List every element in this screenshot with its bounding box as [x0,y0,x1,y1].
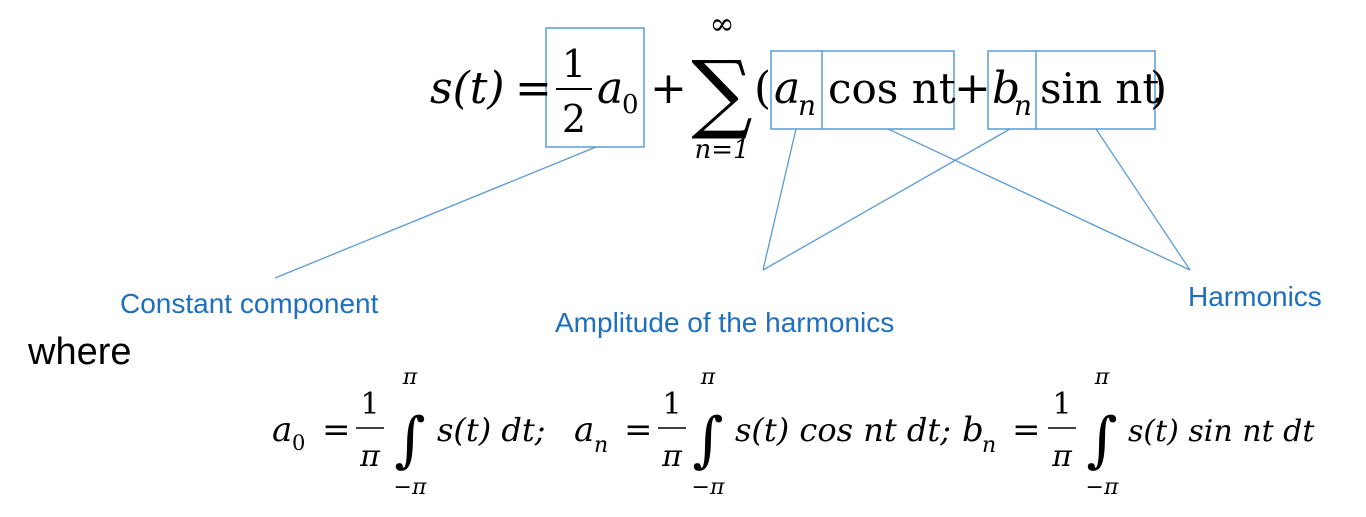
plus-sign-1: + [650,63,687,114]
a0-frac-numerator: 1 [360,387,379,422]
an-int-lower: −π [692,475,725,500]
where-label: where [27,331,132,373]
summation-symbol: ∑ [691,43,752,143]
a0-lhs-subscript: 0 [292,431,305,455]
a0-subscript: 0 [622,90,639,120]
a0-equals: = [322,410,351,450]
constant-connector-line [274,146,597,279]
sum-upper-limit: ∞ [710,7,735,42]
bn-frac-denominator: π [1051,439,1073,474]
a0-frac-denominator: π [359,439,381,474]
an-formula: a n = 1 π π ∫ −π s(t) cos nt dt; [574,365,951,500]
bn-integral-sign: ∫ [1086,405,1117,475]
bn-int-lower: −π [1086,475,1119,500]
bn-int-upper: π [1094,365,1110,390]
coefficient-formulas: a 0 = 1 π π ∫ −π s(t) dt; a n = 1 π π ∫ … [272,365,1315,500]
constant-component-label: Constant component [120,288,379,319]
half-denominator: 2 [562,97,586,141]
cos-connector-line [887,128,1191,271]
plus-sign-2: + [954,63,991,114]
bn-connector-line [762,128,1011,271]
harmonics-label: Harmonics [1188,281,1322,312]
bn-formula: b n = 1 π π ∫ −π s(t) sin nt dt [962,365,1315,500]
a0-integral-sign: ∫ [394,405,425,475]
an-base: a [774,63,800,114]
a0-int-lower: −π [394,475,427,500]
sin-connector-line [1095,128,1191,271]
bn-lhs-subscript: n [982,433,996,458]
a0-lhs-base: a [272,410,292,450]
an-int-upper: π [700,365,716,390]
a0-integrand: s(t) dt; [437,411,546,449]
main-equation: s(t) = 1 2 a 0 + ∞ ∑ n=1 ( a n cos nt + … [430,7,1167,165]
bn-lhs-base: b [962,410,984,450]
sin-group-box [987,50,1156,130]
an-frac-denominator: π [661,439,683,474]
bn-base: b [992,63,1020,114]
an-lhs-subscript: n [594,433,608,458]
an-lhs-base: a [574,410,594,450]
bn-equals: = [1012,410,1041,450]
lhs-function: s(t) [430,63,505,114]
an-frac-numerator: 1 [662,387,681,422]
sin-term: sin nt [1040,64,1159,113]
a0-base: a [597,63,623,114]
an-integrand: s(t) cos nt dt; [735,411,951,449]
bn-subscript: n [1014,89,1032,122]
bn-frac-numerator: 1 [1052,387,1071,422]
bn-integrand: s(t) sin nt dt [1128,414,1315,449]
cos-group-box [770,50,955,130]
an-integral-sign: ∫ [692,405,723,475]
cos-term: cos nt [828,64,956,113]
open-parenthesis: ( [754,63,771,114]
an-connector-line [762,128,797,271]
sum-lower-limit: n=1 [694,135,749,165]
an-equals: = [624,410,653,450]
equals-sign: = [515,63,552,114]
an-subscript: n [798,89,816,122]
a0-int-upper: π [402,365,418,390]
half-numerator: 1 [562,42,586,86]
amplitude-harmonics-label: Amplitude of the harmonics [555,307,894,338]
constant-term-box [545,27,645,148]
close-parenthesis: ) [1150,63,1167,114]
a0-formula: a 0 = 1 π π ∫ −π s(t) dt; [272,365,546,500]
